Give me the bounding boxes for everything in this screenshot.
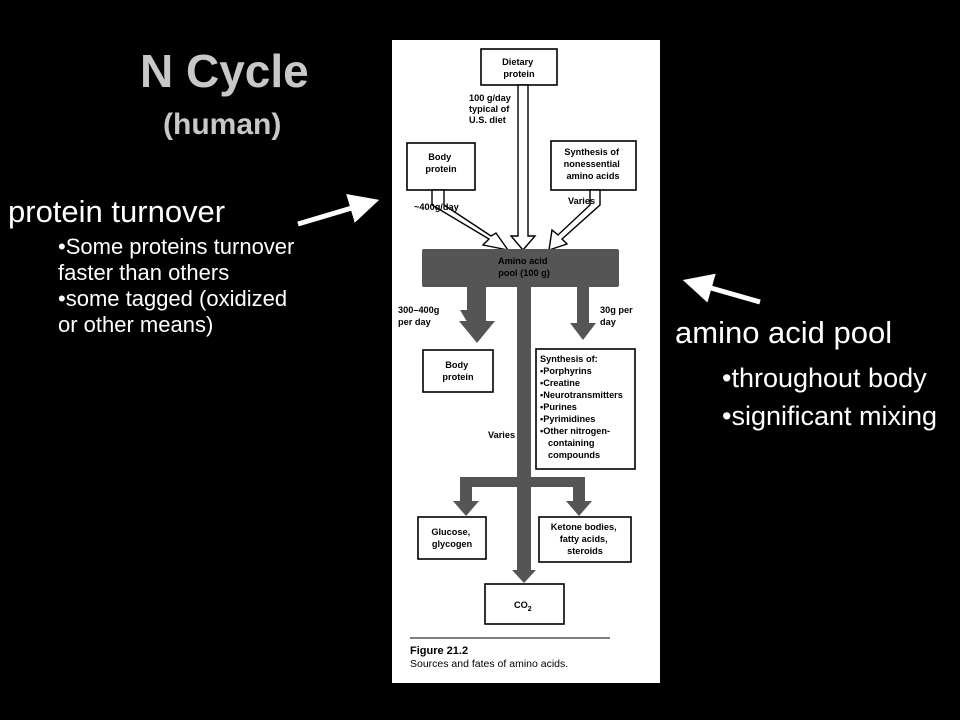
- left-flow-label: 300–400g per day: [398, 305, 442, 327]
- dietary-note-line: typical of: [469, 104, 510, 114]
- body-inlet-arrow: [431, 189, 510, 252]
- synthesis-of-line: Synthesis of:: [540, 354, 598, 364]
- amino-acid-figure: Dietary protein 100 g/day typical of U.S…: [392, 40, 660, 683]
- synthesis-of-line: •Porphyrins: [540, 366, 592, 376]
- glucose-box: [417, 516, 487, 560]
- ketone-box: [538, 516, 632, 563]
- right-flow-label: 30g per day: [600, 305, 635, 327]
- pool-arrow: [682, 273, 761, 305]
- co2-text: CO: [514, 600, 528, 610]
- dietary-label: Dietary protein: [502, 57, 536, 79]
- pool-bullet: significant mixing: [722, 397, 960, 435]
- protein-turnover-list: Some proteins turnover faster than other…: [58, 234, 298, 338]
- slide-title: N Cycle: [140, 45, 309, 97]
- pool-label-line: pool (100 g): [498, 268, 550, 278]
- varies-center-label: Varies: [488, 430, 515, 440]
- turnover-bullet: some tagged (oxidized or other means): [58, 286, 298, 338]
- synthesis-of-line: •Neurotransmitters: [540, 390, 623, 400]
- body-top-label-line: Body: [428, 152, 452, 162]
- co2-label: CO2: [514, 600, 532, 613]
- amino-acid-pool-bar: [422, 249, 619, 287]
- synthesis-of-line: compounds: [548, 450, 600, 460]
- synthesis-nonessential-line: Synthesis of: [564, 147, 620, 157]
- body-top-note: ~400g/day: [414, 202, 460, 212]
- co2-arrow: [512, 568, 536, 583]
- co2-box: [484, 583, 565, 625]
- dietary-note: 100 g/day typical of U.S. diet: [469, 93, 513, 125]
- flow-diagram: Dietary protein 100 g/day typical of U.S…: [398, 48, 637, 670]
- turnover-bullet: Some proteins turnover faster than other…: [58, 234, 298, 286]
- amino-acid-pool-list: throughout body significant mixing: [722, 359, 960, 435]
- synthesis-of-line: •Creatine: [540, 378, 580, 388]
- central-trunk: [517, 287, 531, 570]
- pool-label-line: Amino acid: [498, 256, 548, 266]
- synthesis-of-line: •Other nitrogen-: [540, 426, 610, 436]
- body-top-label-line: protein: [425, 164, 457, 174]
- turnover-arrow: [297, 194, 380, 227]
- dietary-label-line: Dietary: [502, 57, 534, 67]
- synthesis-note: Varies: [568, 196, 595, 206]
- synthesis-of-box: [535, 348, 636, 470]
- glucose-label-line: Glucose,: [431, 527, 470, 537]
- amino-acid-pool-heading: amino acid pool: [675, 315, 893, 350]
- bottom-left-branch: [453, 477, 517, 516]
- synthesis-inlet-arrow: [548, 189, 601, 252]
- right-flow-arrow: [570, 287, 596, 340]
- body-protein-top-box: [406, 142, 476, 191]
- slide-subtitle: (human): [163, 108, 282, 141]
- bottom-right-branch: [531, 477, 592, 516]
- dietary-inlet-arrow: [509, 84, 537, 252]
- synthesis-of-line: •Purines: [540, 402, 577, 412]
- synthesis-nonessential-line: nonessential: [564, 159, 620, 169]
- synthesis-of-line: containing: [548, 438, 594, 448]
- dietary-note-line: 100 g/day: [469, 93, 512, 103]
- left-flow-label-line: per day: [398, 317, 432, 327]
- synthesis-nonessential-label: Synthesis of nonessential amino acids: [564, 147, 623, 181]
- left-flow-label-line: 300–400g: [398, 305, 439, 315]
- body-bottom-label-line: Body: [445, 360, 469, 370]
- protein-turnover-heading: protein turnover: [8, 194, 226, 229]
- dietary-label-line: protein: [503, 69, 535, 79]
- body-protein-bottom-box: [422, 349, 494, 393]
- ketone-label-line: Ketone bodies,: [551, 522, 617, 532]
- ketone-label: Ketone bodies, fatty acids, steroids: [551, 522, 619, 556]
- synthesis-of-line: •Pyrimidines: [540, 414, 595, 424]
- synthesis-nonessential-line: amino acids: [566, 171, 619, 181]
- caption-title: Figure 21.2: [410, 645, 468, 657]
- dietary-protein-box: [480, 48, 558, 86]
- synthesis-of-label: Synthesis of: •Porphyrins •Creatine •Neu…: [540, 354, 625, 460]
- left-flow-arrow: [459, 287, 495, 343]
- pool-bullet: throughout body: [722, 359, 960, 397]
- body-bottom-label: Body protein: [442, 360, 474, 382]
- right-flow-label-line: 30g per: [600, 305, 633, 315]
- right-flow-label-line: day: [600, 317, 617, 327]
- body-bottom-label-line: protein: [442, 372, 474, 382]
- caption-text: Sources and fates of amino acids.: [410, 658, 568, 670]
- ketone-label-line: fatty acids,: [560, 534, 608, 544]
- dietary-note-line: U.S. diet: [469, 115, 506, 125]
- glucose-label-line: glycogen: [432, 539, 473, 549]
- synthesis-nonessential-box: [550, 140, 637, 191]
- ketone-label-line: steroids: [567, 546, 603, 556]
- pool-label: Amino acid pool (100 g): [498, 256, 550, 278]
- co2-subscript: 2: [528, 606, 532, 613]
- glucose-label: Glucose, glycogen: [431, 527, 472, 549]
- body-top-label: Body protein: [425, 152, 457, 174]
